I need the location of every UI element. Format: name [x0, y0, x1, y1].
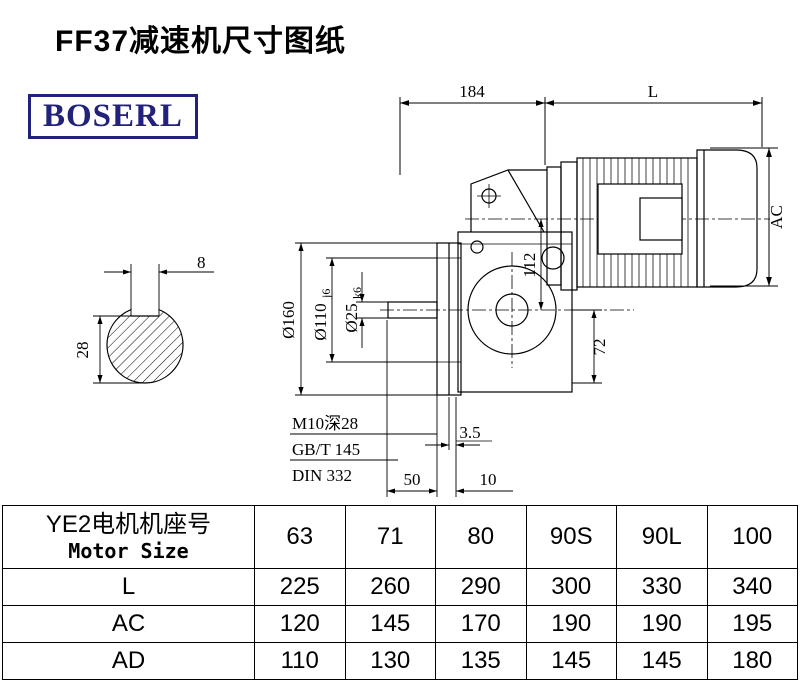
dim-3-5-label: 3.5 [459, 423, 480, 442]
value-AD-90L: 145 [616, 642, 708, 680]
value-L-90S: 300 [525, 568, 617, 606]
dim-110-label: Ø110 [311, 303, 330, 340]
dim-160-label: Ø160 [279, 301, 298, 339]
dim-25-label: Ø25 [342, 303, 361, 332]
motor-size-table: YE2电机机座号 Motor Size 63 71 80 90S 90L 100… [2, 505, 798, 680]
centerlines [380, 218, 770, 368]
value-AC-90L: 190 [616, 605, 708, 643]
row-label-L: L [2, 568, 255, 606]
dim-25-tolerance-label: k6 [350, 287, 364, 299]
dim-50-label: 50 [404, 470, 421, 489]
value-AD-90S: 145 [525, 642, 617, 680]
note-din-label: DIN 332 [292, 466, 352, 485]
dim-112-label: 112 [520, 253, 539, 278]
table-header-row: YE2电机机座号 Motor Size 63 71 80 90S 90L 100 [2, 505, 798, 569]
size-col-63: 63 [254, 505, 346, 569]
dim-8-label: 8 [197, 253, 206, 272]
value-AC-71: 145 [344, 605, 436, 643]
dim-28-label: 28 [73, 342, 92, 359]
table-row-L: L 225 260 290 300 330 340 [2, 568, 798, 606]
value-L-63: 225 [254, 568, 346, 606]
bottom-dimensions [290, 320, 513, 497]
row-label-AD: AD [2, 642, 255, 680]
size-col-90S: 90S [525, 505, 617, 569]
value-AD-63: 110 [254, 642, 346, 680]
size-col-100: 100 [706, 505, 798, 569]
note-m10-label: M10深28 [292, 414, 358, 433]
value-AC-90S: 190 [525, 605, 617, 643]
table-row-AC: AC 120 145 170 190 190 195 [2, 605, 798, 643]
size-col-71: 71 [344, 505, 436, 569]
value-L-71: 260 [344, 568, 436, 606]
note-gbt-label: GB/T 145 [292, 440, 360, 459]
dim-L-label: L [648, 82, 658, 101]
value-L-90L: 330 [616, 568, 708, 606]
value-AD-71: 130 [344, 642, 436, 680]
diameter-dimensions [295, 242, 437, 396]
boserl-logo: BOSERL [28, 94, 198, 139]
value-AD-100: 180 [706, 642, 798, 680]
dim-184-label: 184 [459, 82, 485, 101]
dim-AC-label: AC [767, 205, 786, 229]
output-flange-shaft [387, 242, 462, 396]
dim-10-label: 10 [480, 470, 497, 489]
value-AC-80: 170 [435, 605, 527, 643]
dim-72-label: 72 [590, 339, 609, 356]
shaft-section-view [93, 264, 214, 384]
row-label-AC: AC [2, 605, 255, 643]
value-AD-80: 135 [435, 642, 527, 680]
center-distance-dimensions [538, 219, 602, 384]
dim-110-tolerance-label: j6 [319, 289, 333, 299]
motor-outline [546, 149, 758, 291]
motor-size-label-en: Motor Size [68, 538, 189, 563]
size-col-90L: 90L [616, 505, 708, 569]
value-AC-63: 120 [254, 605, 346, 643]
motor-size-label-cn: YE2电机机座号 [45, 511, 212, 539]
top-dimensions [399, 97, 763, 175]
motor-size-header-cell: YE2电机机座号 Motor Size [2, 505, 255, 569]
gearbox-outline [457, 169, 573, 393]
size-col-80: 80 [435, 505, 527, 569]
page-title: FF37减速机尺寸图纸 [55, 25, 347, 58]
value-L-80: 290 [435, 568, 527, 606]
table-row-AD: AD 110 130 135 145 145 180 [2, 642, 798, 680]
dimension-labels: 184 L AC 8 28 Ø160 Ø110 j6 Ø25 k6 112 72… [73, 82, 786, 489]
value-AC-100: 195 [706, 605, 798, 643]
value-L-100: 340 [706, 568, 798, 606]
technical-drawing: 184 L AC 8 28 Ø160 Ø110 j6 Ø25 k6 112 72… [73, 82, 786, 497]
